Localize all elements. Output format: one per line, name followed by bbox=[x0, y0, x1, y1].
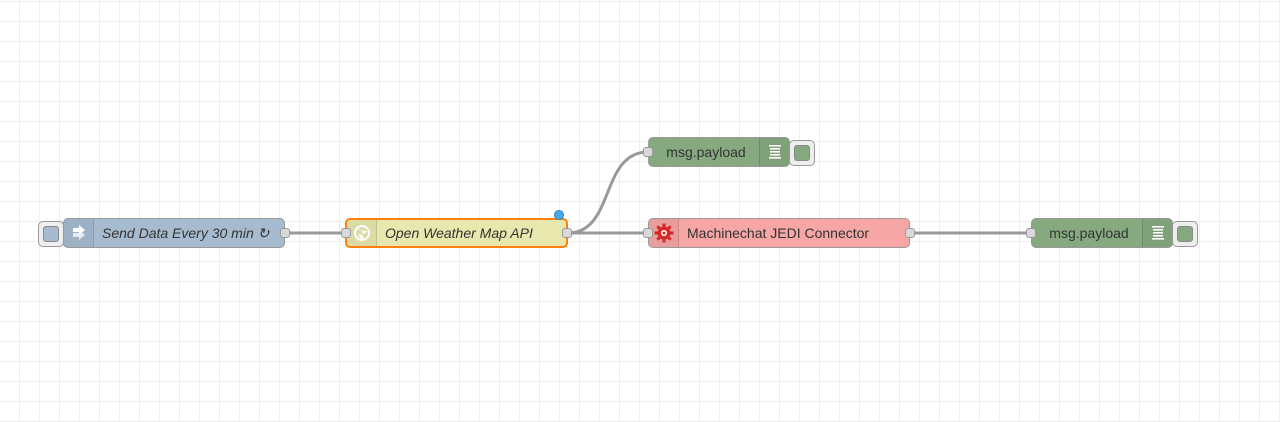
http-request-node-label: Open Weather Map API bbox=[385, 225, 533, 241]
globe-icon bbox=[347, 220, 377, 246]
wire-http-to-debug-top[interactable] bbox=[567, 150, 649, 235]
inject-node-label: Send Data Every 30 min ↻ bbox=[102, 224, 270, 241]
http-request-output-port[interactable] bbox=[562, 228, 572, 238]
list-icon bbox=[1142, 219, 1172, 247]
jedi-output-port[interactable] bbox=[905, 228, 915, 238]
inject-output-port[interactable] bbox=[280, 228, 290, 238]
inject-node[interactable]: Send Data Every 30 min ↻ bbox=[38, 218, 290, 248]
changed-indicator-icon bbox=[554, 210, 564, 220]
debug-node-top-label: msg.payload bbox=[666, 144, 746, 160]
arrow-in-icon bbox=[64, 219, 94, 247]
jedi-connector-node-label: Machinechat JEDI Connector bbox=[687, 225, 870, 241]
debug-node-right-label: msg.payload bbox=[1049, 225, 1129, 241]
debug-node-top[interactable]: msg.payload bbox=[643, 137, 815, 167]
jedi-input-port[interactable] bbox=[643, 228, 653, 238]
inject-trigger-button[interactable] bbox=[38, 221, 64, 247]
list-icon bbox=[759, 138, 789, 166]
http-request-input-port[interactable] bbox=[341, 228, 351, 238]
debug-right-toggle-button[interactable] bbox=[1172, 221, 1198, 247]
http-request-node[interactable]: Open Weather Map API bbox=[341, 210, 572, 248]
debug-top-input-port[interactable] bbox=[643, 147, 653, 157]
jedi-connector-node[interactable]: Machinechat JEDI Connector bbox=[643, 218, 915, 248]
debug-right-input-port[interactable] bbox=[1026, 228, 1036, 238]
debug-top-toggle-button[interactable] bbox=[789, 140, 815, 166]
gear-icon bbox=[649, 219, 679, 247]
debug-node-right[interactable]: msg.payload bbox=[1026, 218, 1198, 248]
